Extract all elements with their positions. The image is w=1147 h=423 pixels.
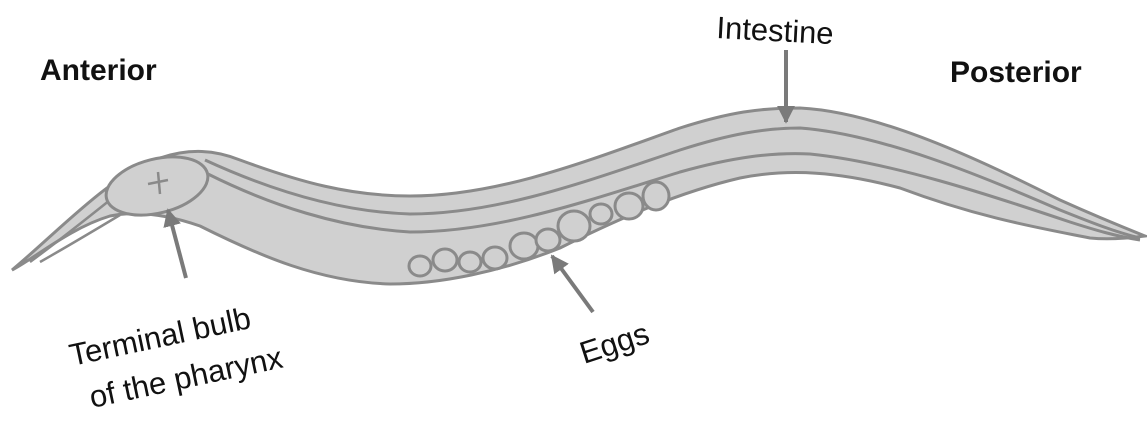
egg (590, 204, 612, 224)
egg (483, 247, 507, 269)
egg (409, 256, 431, 276)
posterior-label: Posterior (950, 56, 1082, 89)
egg (510, 233, 538, 259)
anterior-label: Anterior (40, 54, 157, 87)
egg (459, 252, 481, 272)
egg (643, 182, 669, 210)
egg (536, 229, 560, 251)
pharynx-line-upper (30, 200, 110, 262)
egg (433, 249, 457, 271)
eggs-label: Eggs (575, 316, 653, 371)
eggs-arrow (552, 256, 593, 312)
egg (558, 211, 590, 241)
egg (615, 193, 643, 219)
intestine-label: Intestine (716, 10, 835, 51)
